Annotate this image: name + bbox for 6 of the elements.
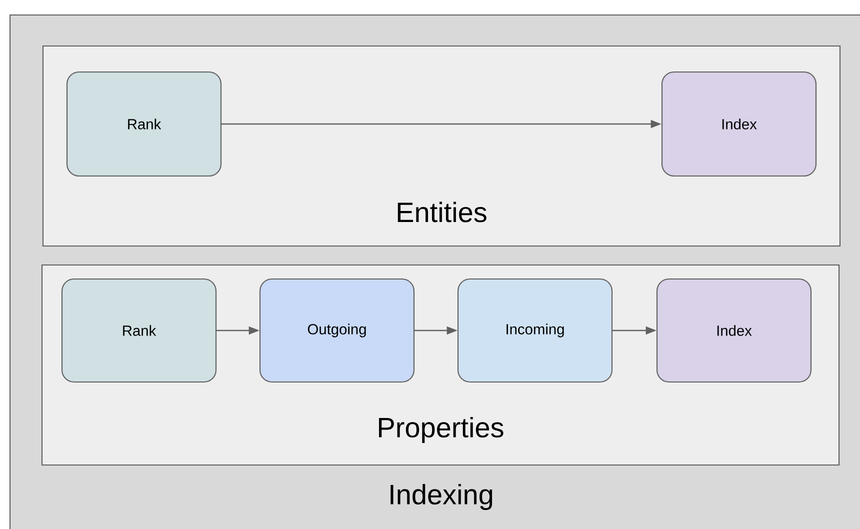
process-box: Index: [656, 278, 812, 383]
process-box: Index: [661, 71, 817, 177]
process-box: Rank: [61, 278, 217, 383]
process-box: Rank: [66, 71, 222, 177]
process-box: Incoming: [457, 278, 613, 383]
process-box: Outgoing: [259, 278, 415, 383]
